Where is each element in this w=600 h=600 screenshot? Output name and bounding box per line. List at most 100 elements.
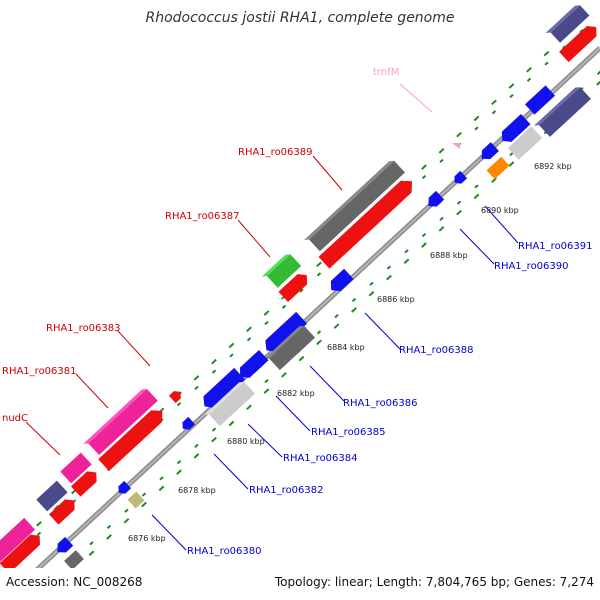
forward-strand-features xyxy=(0,3,600,574)
tick-dot xyxy=(193,375,200,381)
gene-feature-ro06381-magenta[interactable] xyxy=(83,387,158,458)
gene-feature[interactable] xyxy=(534,85,591,140)
tick-label: 6876 kbp xyxy=(128,534,166,543)
gene-label-ro06385[interactable]: RHA1_ro06385 xyxy=(311,427,386,438)
gene-feature-ro06382[interactable] xyxy=(115,480,132,496)
tick-dot xyxy=(246,337,252,342)
tick-dot xyxy=(351,297,357,303)
reverse-strand-features xyxy=(53,85,591,570)
gene-feature-ro06389[interactable] xyxy=(318,175,418,269)
tick-label: 6886 kbp xyxy=(377,295,415,304)
tick-dot xyxy=(194,385,199,391)
gene-feature[interactable] xyxy=(199,367,246,412)
tick-dot xyxy=(36,531,42,536)
gene-feature[interactable] xyxy=(545,3,590,45)
gene-feature[interactable] xyxy=(0,531,44,574)
gene-label-ro06384[interactable]: RHA1_ro06384 xyxy=(283,453,358,464)
tick-dot xyxy=(509,93,514,99)
tick-label: 6878 kbp xyxy=(178,486,216,495)
gene-label-ro06380[interactable]: RHA1_ro06380 xyxy=(187,546,262,557)
tick-dot xyxy=(123,517,130,524)
tick-dot xyxy=(421,164,427,170)
tick-dot xyxy=(281,304,287,309)
gene-feature[interactable] xyxy=(36,480,68,512)
gene-feature[interactable] xyxy=(70,467,101,497)
tick-dot xyxy=(299,288,304,293)
tick-dot xyxy=(526,66,532,73)
gene-label-ro06391[interactable]: RHA1_ro06391 xyxy=(518,241,593,252)
gene-label-nudC[interactable]: nudC xyxy=(2,413,28,424)
gene-feature-ro06388[interactable] xyxy=(326,268,354,296)
gene-label-ro06382[interactable]: RHA1_ro06382 xyxy=(249,485,324,496)
tick-dot xyxy=(526,77,532,82)
gene-feature[interactable] xyxy=(263,324,316,373)
tick-dot xyxy=(211,358,217,365)
gene-feature-ro06380[interactable] xyxy=(53,536,74,557)
tick-dot xyxy=(439,158,444,163)
tick-dot xyxy=(596,70,600,76)
tick-dot xyxy=(386,274,392,281)
tick-dot xyxy=(456,209,462,216)
gene-feature[interactable] xyxy=(486,156,510,180)
gene-label-ro06387[interactable]: RHA1_ro06387 xyxy=(165,211,240,222)
tick-label: 6884 kbp xyxy=(327,343,365,352)
gene-feature-ro06389-gray[interactable] xyxy=(304,159,405,254)
gene-feature[interactable] xyxy=(451,170,468,186)
tick-dot xyxy=(491,110,497,115)
gene-feature-ro06386[interactable] xyxy=(261,311,308,356)
tick-label: 6892 kbp xyxy=(534,162,572,171)
gene-feature-ro06387[interactable] xyxy=(278,270,312,303)
tick-label: 6890 kbp xyxy=(481,206,519,215)
tick-dot xyxy=(473,115,480,122)
gene-label-trnfM[interactable]: trnfM xyxy=(373,67,399,78)
tick-dot xyxy=(229,353,234,358)
tick-dot xyxy=(439,216,444,221)
gene-feature[interactable] xyxy=(168,388,184,404)
tick-dot xyxy=(509,151,514,157)
gene-feature-ro06381[interactable] xyxy=(98,405,168,472)
tick-dot xyxy=(404,249,409,254)
tick-dot xyxy=(263,388,270,394)
tick-dot xyxy=(368,290,375,297)
gene-feature-ro06387-green[interactable] xyxy=(261,252,302,290)
gene-label-ro06388[interactable]: RHA1_ro06388 xyxy=(399,345,474,356)
gene-feature-ro06384[interactable] xyxy=(179,416,196,432)
gene-feature-trnfM[interactable] xyxy=(452,143,460,149)
tick-dot xyxy=(193,453,200,459)
gene-feature[interactable] xyxy=(127,491,145,509)
tick-dot xyxy=(386,265,392,270)
gene-feature[interactable] xyxy=(507,126,543,160)
tick-dot xyxy=(421,242,427,248)
gene-feature-ro06385[interactable] xyxy=(203,380,256,429)
gene-feature[interactable] xyxy=(559,22,600,63)
tick-dot xyxy=(124,508,129,513)
gene-feature[interactable] xyxy=(524,85,556,115)
tick-dot xyxy=(491,177,497,184)
tick-dot xyxy=(596,80,600,86)
gene-feature[interactable] xyxy=(64,550,84,570)
gene-feature[interactable] xyxy=(498,113,531,146)
tick-dot xyxy=(228,342,235,349)
map-title: Rhodococcus jostii RHA1, complete genome xyxy=(145,10,454,26)
gene-label-ro06390[interactable]: RHA1_ro06390 xyxy=(494,261,569,272)
gene-label-ro06381[interactable]: RHA1_ro06381 xyxy=(2,366,77,377)
tick-dot xyxy=(403,258,410,265)
gene-feature[interactable] xyxy=(236,349,269,382)
gene-feature[interactable] xyxy=(0,517,36,563)
tick-dot xyxy=(351,307,357,313)
gene-feature-ro06391[interactable] xyxy=(424,190,445,211)
gene-feature-nudC[interactable] xyxy=(60,452,92,484)
tick-dot xyxy=(543,50,550,57)
tick-dot xyxy=(194,443,199,449)
tick-dot xyxy=(158,485,165,492)
gene-feature[interactable] xyxy=(478,142,499,163)
accession-text: Accession: NC_008268 xyxy=(6,575,142,589)
gene-label-ro06383[interactable]: RHA1_ro06383 xyxy=(46,323,121,334)
gene-label-ro06386[interactable]: RHA1_ro06386 xyxy=(343,398,418,409)
tick-dot xyxy=(316,330,322,335)
tick-dot xyxy=(438,226,445,232)
gene-label-ro06389[interactable]: RHA1_ro06389 xyxy=(238,147,313,158)
gene-feature[interactable] xyxy=(48,495,79,525)
tick-dot xyxy=(508,83,515,89)
